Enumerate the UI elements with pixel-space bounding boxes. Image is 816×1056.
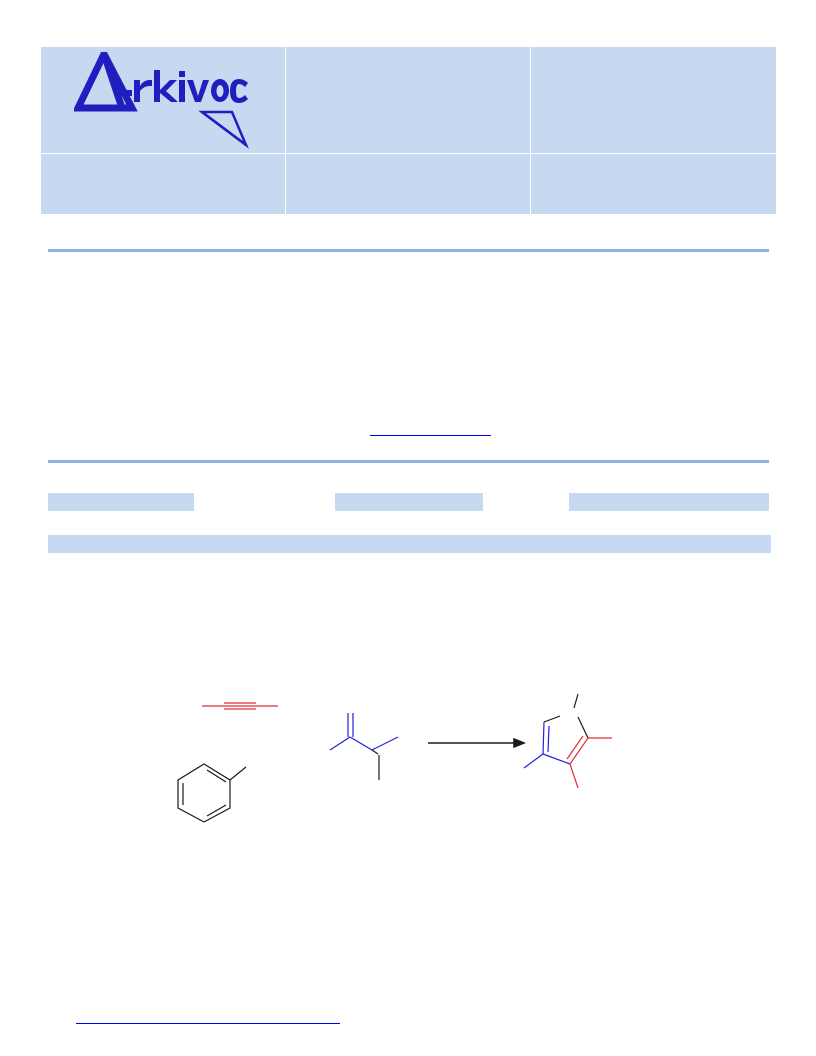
header-divider-rule (48, 249, 769, 252)
journal-header-band (41, 47, 776, 214)
header-cell-top-middle (286, 47, 531, 154)
header-cell-bottom-left (41, 154, 286, 214)
aryl-ring (177, 763, 247, 823)
abstract-divider-rule (48, 460, 769, 463)
arkivoc-triangle-logo-icon[interactable] (74, 52, 250, 150)
header-cell-bottom-middle (286, 154, 531, 214)
alkyne-reactant (202, 702, 278, 710)
diene-reactant (329, 713, 399, 780)
reaction-arrow-icon (428, 737, 527, 749)
footnote-email-link[interactable] (76, 1023, 340, 1024)
doi-bar (48, 535, 771, 553)
header-cell-top-right (531, 47, 776, 154)
revised-date-box (335, 493, 483, 511)
received-date-box (48, 493, 194, 511)
cyclic-product (523, 693, 612, 789)
graphical-abstract-scheme (160, 680, 630, 830)
header-cell-logo (41, 47, 286, 154)
published-date-box (569, 493, 769, 511)
header-cell-bottom-right (531, 154, 776, 214)
author-email-link[interactable] (370, 435, 491, 436)
